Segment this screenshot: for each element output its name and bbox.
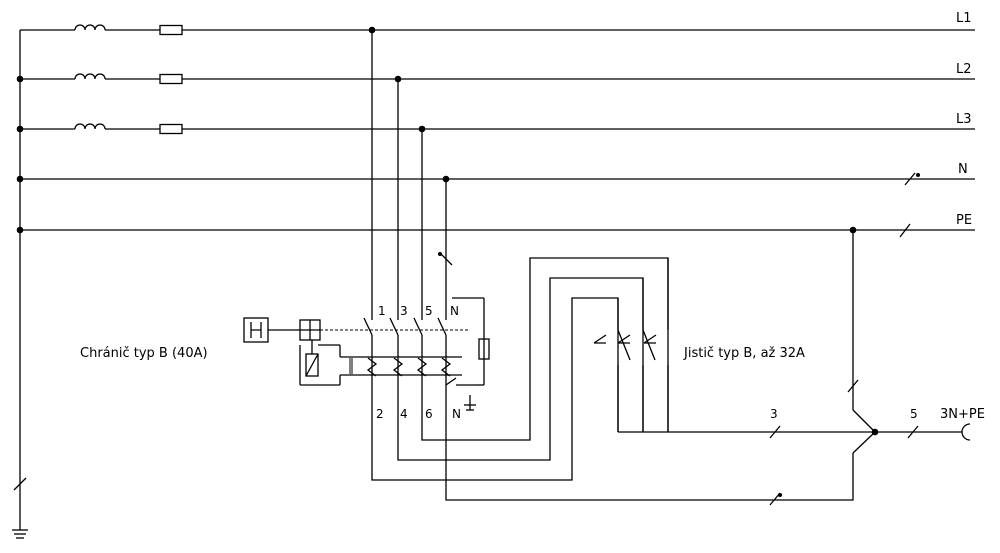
rcd-top-5: 5	[425, 304, 433, 318]
rcd-mechanism-icon	[243, 317, 321, 343]
label-l2: L2	[956, 62, 972, 77]
rcd-to-breaker-wires	[371, 257, 854, 501]
earth-icon	[12, 477, 28, 539]
rcd-bottom-4: 4	[400, 407, 408, 421]
output-count-5: 5	[910, 407, 918, 421]
label-pe: PE	[956, 213, 972, 228]
rcd-bottom-n: N	[452, 407, 461, 421]
rcd-bottom-6: 6	[425, 407, 433, 421]
breaker-label: Jistič typ B, až 32A	[683, 346, 805, 361]
line-l3	[20, 123, 975, 135]
line-l2	[20, 73, 975, 85]
rcd-bottom-2: 2	[376, 407, 384, 421]
output-count-3: 3	[770, 407, 778, 421]
rcd-device	[299, 297, 490, 420]
breaker-device	[593, 258, 669, 432]
rcd-top-1: 1	[378, 304, 386, 318]
label-l1: L1	[956, 11, 972, 26]
rcd-label: Chránič typ B (40A)	[80, 346, 208, 361]
line-pe	[20, 223, 975, 238]
rcd-top-n: N	[450, 304, 459, 318]
label-n: N	[958, 162, 968, 177]
label-l3: L3	[956, 112, 972, 127]
line-l1	[20, 24, 975, 36]
socket-label: 3N+PE	[940, 407, 985, 422]
line-n	[20, 172, 975, 186]
rcd-top-3: 3	[400, 304, 408, 318]
output-wiring	[618, 230, 971, 454]
